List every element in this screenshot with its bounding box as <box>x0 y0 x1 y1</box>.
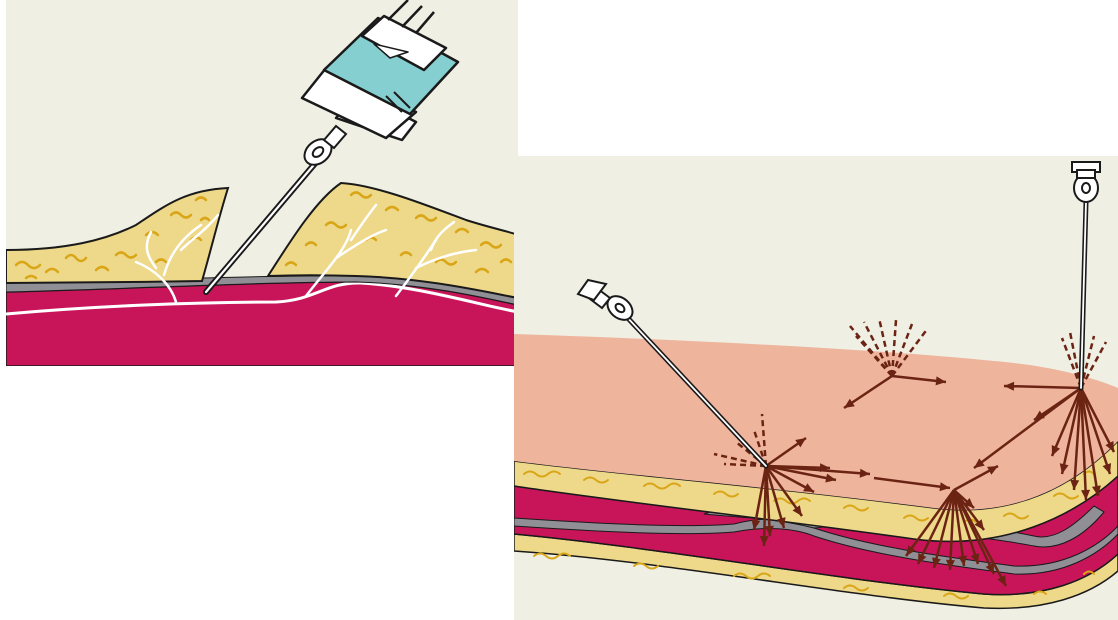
left-panel <box>6 0 518 366</box>
right-illustration <box>514 156 1118 620</box>
left-illustration <box>6 0 518 366</box>
needle-right-hub <box>1072 162 1100 202</box>
right-panel <box>514 156 1118 620</box>
